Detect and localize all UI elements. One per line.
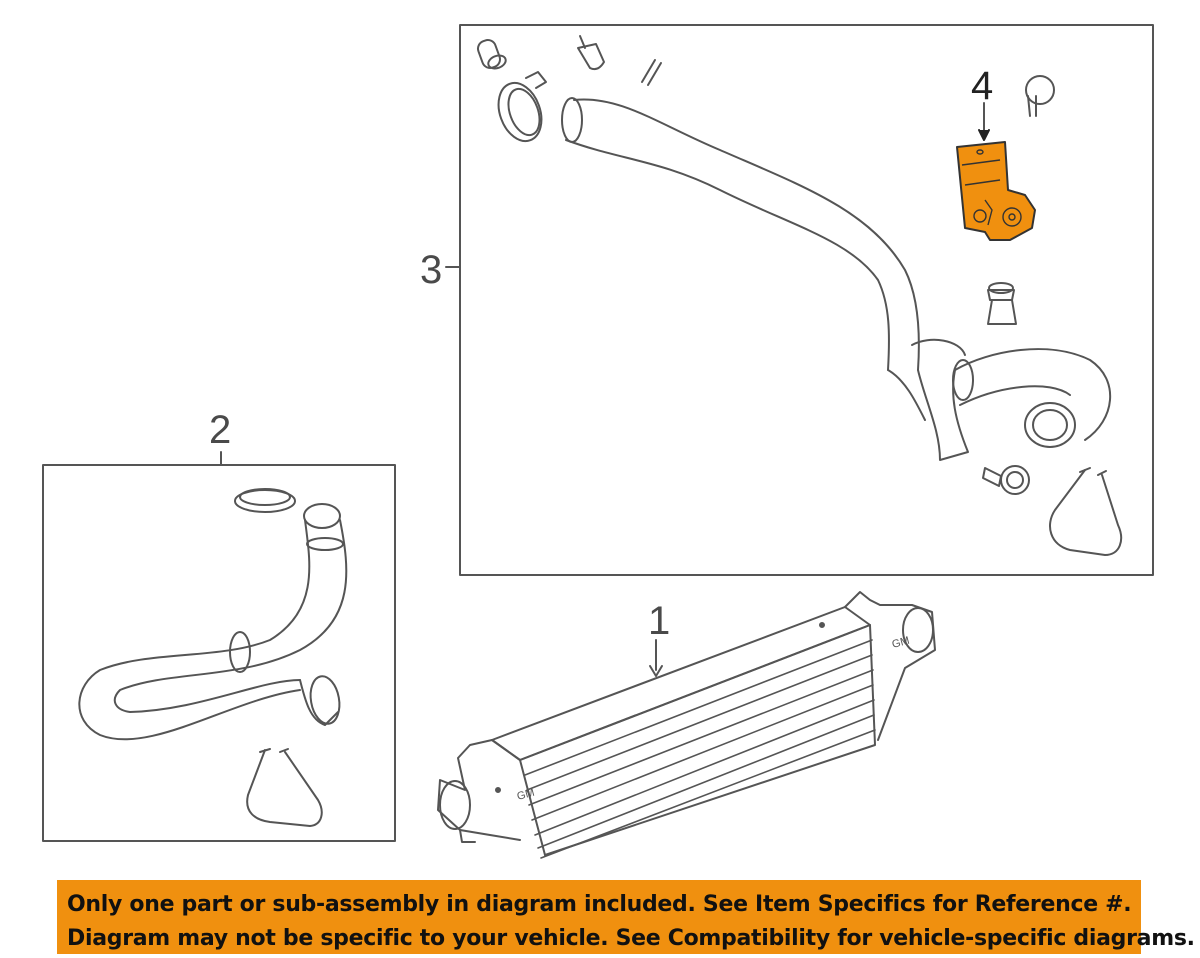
- charge-air-hose-upper: [561, 97, 1112, 461]
- spring-clamp-2: [246, 748, 323, 827]
- hose-clamp-part: [497, 71, 547, 143]
- bracket-part-highlighted: [956, 141, 1036, 241]
- callout-4: 4: [971, 64, 994, 108]
- intercooler-part: [437, 591, 936, 859]
- bushing-part: [987, 282, 1017, 325]
- callout-3: 3: [420, 248, 443, 292]
- gm-marking-right: GM: [891, 635, 911, 651]
- callout-2: 2: [209, 408, 232, 452]
- callout-1-arrow: [649, 665, 663, 677]
- parts-diagram: GM GM: [42, 24, 1154, 859]
- callout-1: 1: [648, 599, 671, 643]
- gm-marking-left: GM: [516, 787, 536, 803]
- dowel-part: [641, 59, 662, 86]
- disclaimer-line-2: Diagram may not be specific to your vehi…: [67, 926, 1195, 951]
- group-2-hose: [78, 488, 348, 741]
- plug-part: [477, 39, 507, 70]
- push-pin-part: [577, 35, 605, 71]
- disclaimer-banner: Only one part or sub-assembly in diagram…: [57, 880, 1195, 954]
- spring-clamp-3: [1049, 467, 1123, 556]
- callout-4-arrow: [978, 129, 990, 141]
- push-clip-part: [982, 465, 1030, 495]
- disclaimer-line-1: Only one part or sub-assembly in diagram…: [67, 892, 1132, 917]
- bolt-part: [1025, 75, 1055, 117]
- group-2-frame: [42, 464, 396, 842]
- group-3-frame: [459, 24, 1154, 576]
